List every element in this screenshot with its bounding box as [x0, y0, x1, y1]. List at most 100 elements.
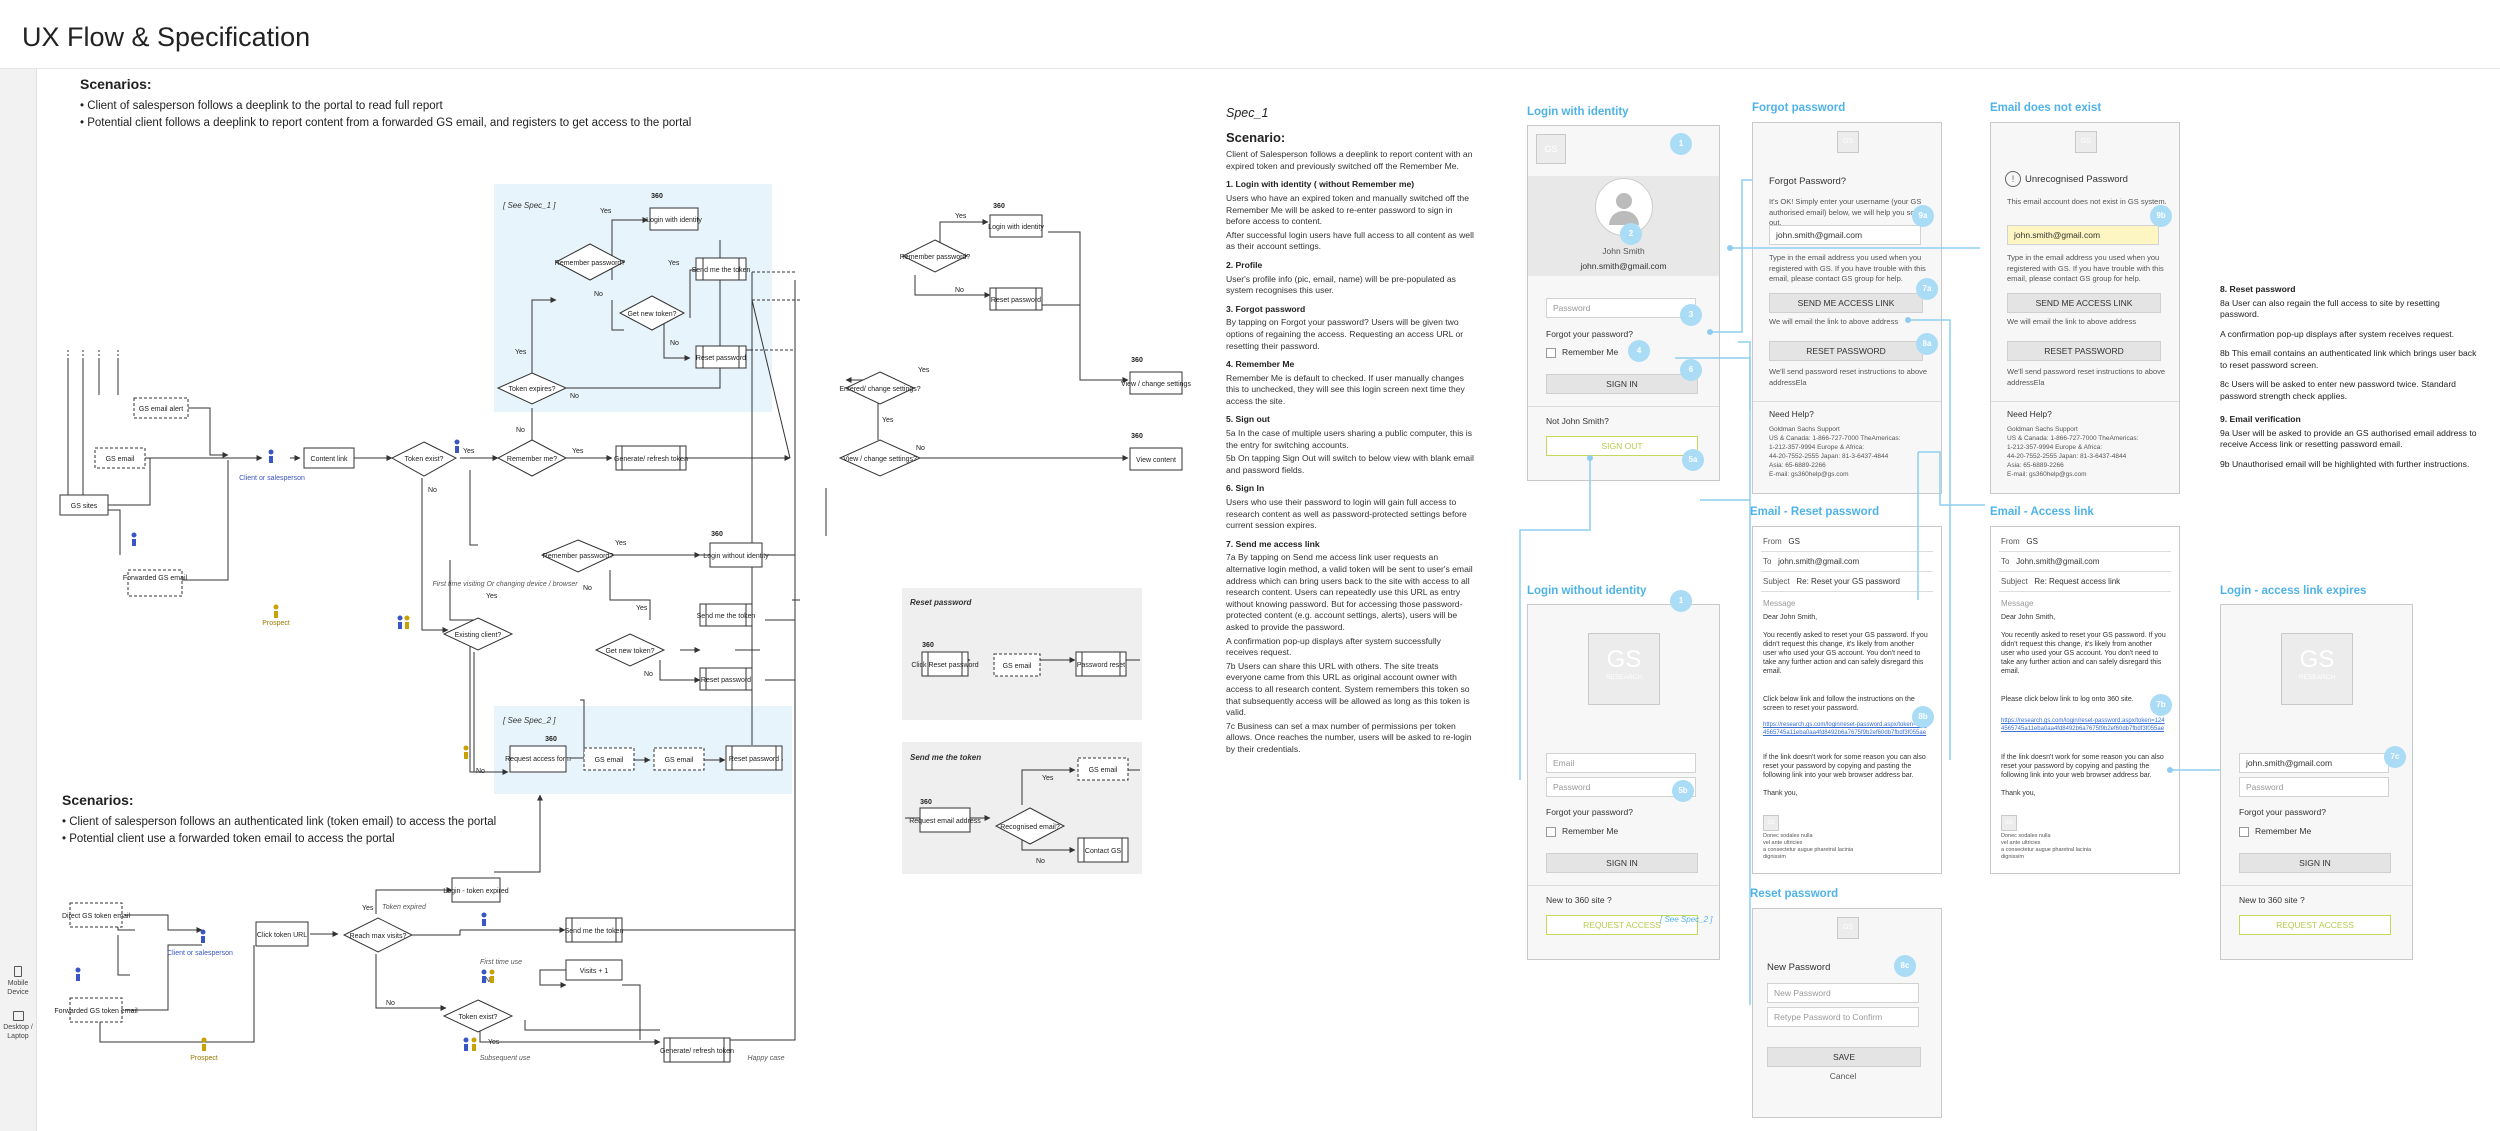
email-field[interactable]: Email — [1546, 753, 1696, 773]
spec2-tag[interactable]: [ See Spec_2 ] — [502, 716, 556, 725]
mockup-title: Forgot password — [1752, 102, 1846, 114]
yes-label: Yes — [615, 540, 627, 547]
contact-gs-label: Contact GS — [1085, 848, 1122, 855]
remember-me-checkbox[interactable] — [2239, 827, 2249, 837]
need-help-heading: Need Help? — [2007, 409, 2052, 419]
gs-email-box-4 — [993, 653, 1041, 677]
forgot-password-link[interactable]: Forgot your password? — [2239, 807, 2326, 817]
rail-mobile[interactable]: Mobile Device — [2, 966, 34, 997]
forwarded-gs-token-email-label: Forwarded GS token email — [54, 1008, 138, 1015]
spec1-tag[interactable]: [ See Spec_1 ] — [502, 201, 556, 210]
annotation-badge: 6 — [1680, 359, 1702, 381]
view-change-settings-label: View / change settings — [1121, 381, 1191, 388]
yes-label: Yes — [488, 1039, 500, 1046]
connector-dot — [1727, 245, 1733, 251]
forwarded-gs-email-box — [127, 569, 183, 597]
annotation-badge: 5b — [1672, 780, 1694, 802]
divider — [1753, 401, 1941, 402]
divider — [1761, 551, 1933, 552]
title-divider — [0, 68, 2500, 69]
send-access-link-button[interactable]: SEND ME ACCESS LINK — [2007, 293, 2161, 313]
save-button[interactable]: SAVE — [1767, 1047, 1921, 1067]
request-access-button[interactable]: REQUEST ACCESS — [2239, 915, 2391, 935]
connector-dot — [2167, 767, 2173, 773]
remember-me-checkbox[interactable] — [1546, 348, 1556, 358]
spec-section-text: Users who use their password to login wi… — [1226, 497, 1467, 531]
sign-in-button[interactable]: SIGN IN — [1546, 853, 1698, 873]
from-value: GS — [2026, 537, 2038, 546]
spec-section-text: 5a In the case of multiple users sharing… — [1226, 428, 1473, 450]
forgot-password-link[interactable]: Forgot your password? — [1546, 329, 1633, 339]
profile-name: John Smith — [1602, 246, 1645, 256]
password-field[interactable]: Password — [2239, 777, 2389, 797]
sign-in-button[interactable]: SIGN IN — [1546, 374, 1698, 394]
cancel-link[interactable]: Cancel — [1829, 1071, 1857, 1081]
request-access-button[interactable]: REQUEST ACCESS — [1546, 915, 1698, 935]
tag-360: 360 — [920, 799, 932, 806]
password-field[interactable]: Password — [1546, 777, 1696, 797]
email-hint: Type in the email address you used when … — [1769, 253, 1926, 283]
email-field[interactable]: john.smith@gmail.com — [1769, 225, 1921, 245]
sign-out-button[interactable]: SIGN OUT — [1546, 436, 1698, 456]
annotation-badge: 9a — [1912, 205, 1934, 227]
need-help-heading: Need Help? — [1769, 409, 1814, 419]
tag-360: 360 — [711, 531, 723, 538]
mockup-title: Login with identity — [1527, 106, 1629, 118]
reset-link[interactable]: https://research.gs.com/login/reset-pass… — [1763, 722, 1927, 736]
spec-panel: Spec_1 Scenario: Client of Salesperson f… — [1226, 107, 1474, 756]
rail-desktop[interactable]: Desktop / Laptop — [2, 1011, 34, 1041]
password-reset-label: Password reset — [1077, 662, 1125, 669]
connector-dot — [1905, 317, 1911, 323]
spec-section-heading: 1. Login with identity ( without Remembe… — [1226, 179, 1415, 190]
content-link-label: Content link — [311, 456, 348, 463]
warning-icon: ! — [2005, 171, 2021, 187]
email-body: Click below link and follow the instruct… — [1763, 696, 1915, 712]
password-reset-box — [1075, 651, 1127, 677]
not-user-link[interactable]: Not John Smith? — [1546, 416, 1609, 426]
login-token-expired-label: Login - token expired — [443, 888, 508, 895]
remember-me-label: Remember Me — [2255, 826, 2312, 836]
click-reset-password-box — [921, 651, 969, 677]
access-link[interactable]: https://research.gs.com/login/reset-pass… — [2001, 718, 2165, 732]
remember-me-checkbox[interactable] — [1546, 827, 1556, 837]
reset-password-button[interactable]: RESET PASSWORD — [2007, 341, 2161, 361]
spec-section-text: 7a By tapping on Send me access link use… — [1226, 552, 1473, 632]
existing-client-label: Existing client? — [455, 632, 502, 639]
token-expired-label: Token expired — [382, 904, 427, 911]
yes-label: Yes — [1042, 775, 1054, 782]
person-icon-body — [482, 976, 486, 983]
access-link-expires-mockup: GS RESEARCH john.smith@gmail.com Passwor… — [2220, 604, 2413, 960]
recognised-email-diamond — [994, 807, 1066, 845]
person-icon — [463, 745, 469, 751]
person-icon — [273, 604, 279, 610]
send-access-link-button[interactable]: SEND ME ACCESS LINK — [1769, 293, 1923, 313]
divider — [1999, 571, 2171, 572]
subsequent-use-label: Subsequent use — [480, 1055, 531, 1062]
scenarios-heading: Scenarios: — [80, 76, 152, 92]
login-without-mockup: GS RESEARCH Email Password Forgot your p… — [1527, 604, 1720, 960]
remember-password-diamond — [554, 243, 626, 281]
reset-password-box-4 — [725, 745, 783, 771]
see-spec2-link[interactable]: [ See Spec_2 ] — [1660, 915, 1713, 924]
email-field-highlighted[interactable]: john.smith@gmail.com — [2007, 225, 2159, 245]
prospect-label-2: Prospect — [190, 1055, 218, 1062]
sign-in-button[interactable]: SIGN IN — [2239, 853, 2391, 873]
no-label: No — [1036, 858, 1045, 865]
mockup-title: Reset password — [1750, 888, 1839, 900]
new-password-field[interactable]: New Password — [1767, 983, 1919, 1003]
forgot-password-link[interactable]: Forgot your password? — [1546, 807, 1633, 817]
from-key: From — [2001, 537, 2020, 546]
annotation-badge: 9b — [2150, 205, 2172, 227]
person-icon — [463, 1037, 469, 1043]
logo-text: GS — [2299, 646, 2335, 673]
logo-subtext: RESEARCH — [2298, 674, 2336, 681]
entered-change-settings-label: Entered/ change settings? — [839, 386, 920, 393]
left-rail: Mobile Device Desktop / Laptop — [0, 69, 37, 1131]
spec-section-text: After successful login users have full a… — [1226, 229, 1474, 252]
forgot-password-mockup: GS Forgot Password? It's OK! Simply ente… — [1752, 122, 1942, 494]
person-icon-body — [472, 1044, 476, 1051]
happy-case-label: Happy case — [748, 1055, 785, 1062]
confirm-password-field[interactable]: Retype Password to Confirm — [1767, 1007, 1919, 1027]
scenario-line: • Client of salesperson follows an authe… — [62, 816, 497, 828]
direct-gs-token-email-box — [69, 902, 123, 928]
